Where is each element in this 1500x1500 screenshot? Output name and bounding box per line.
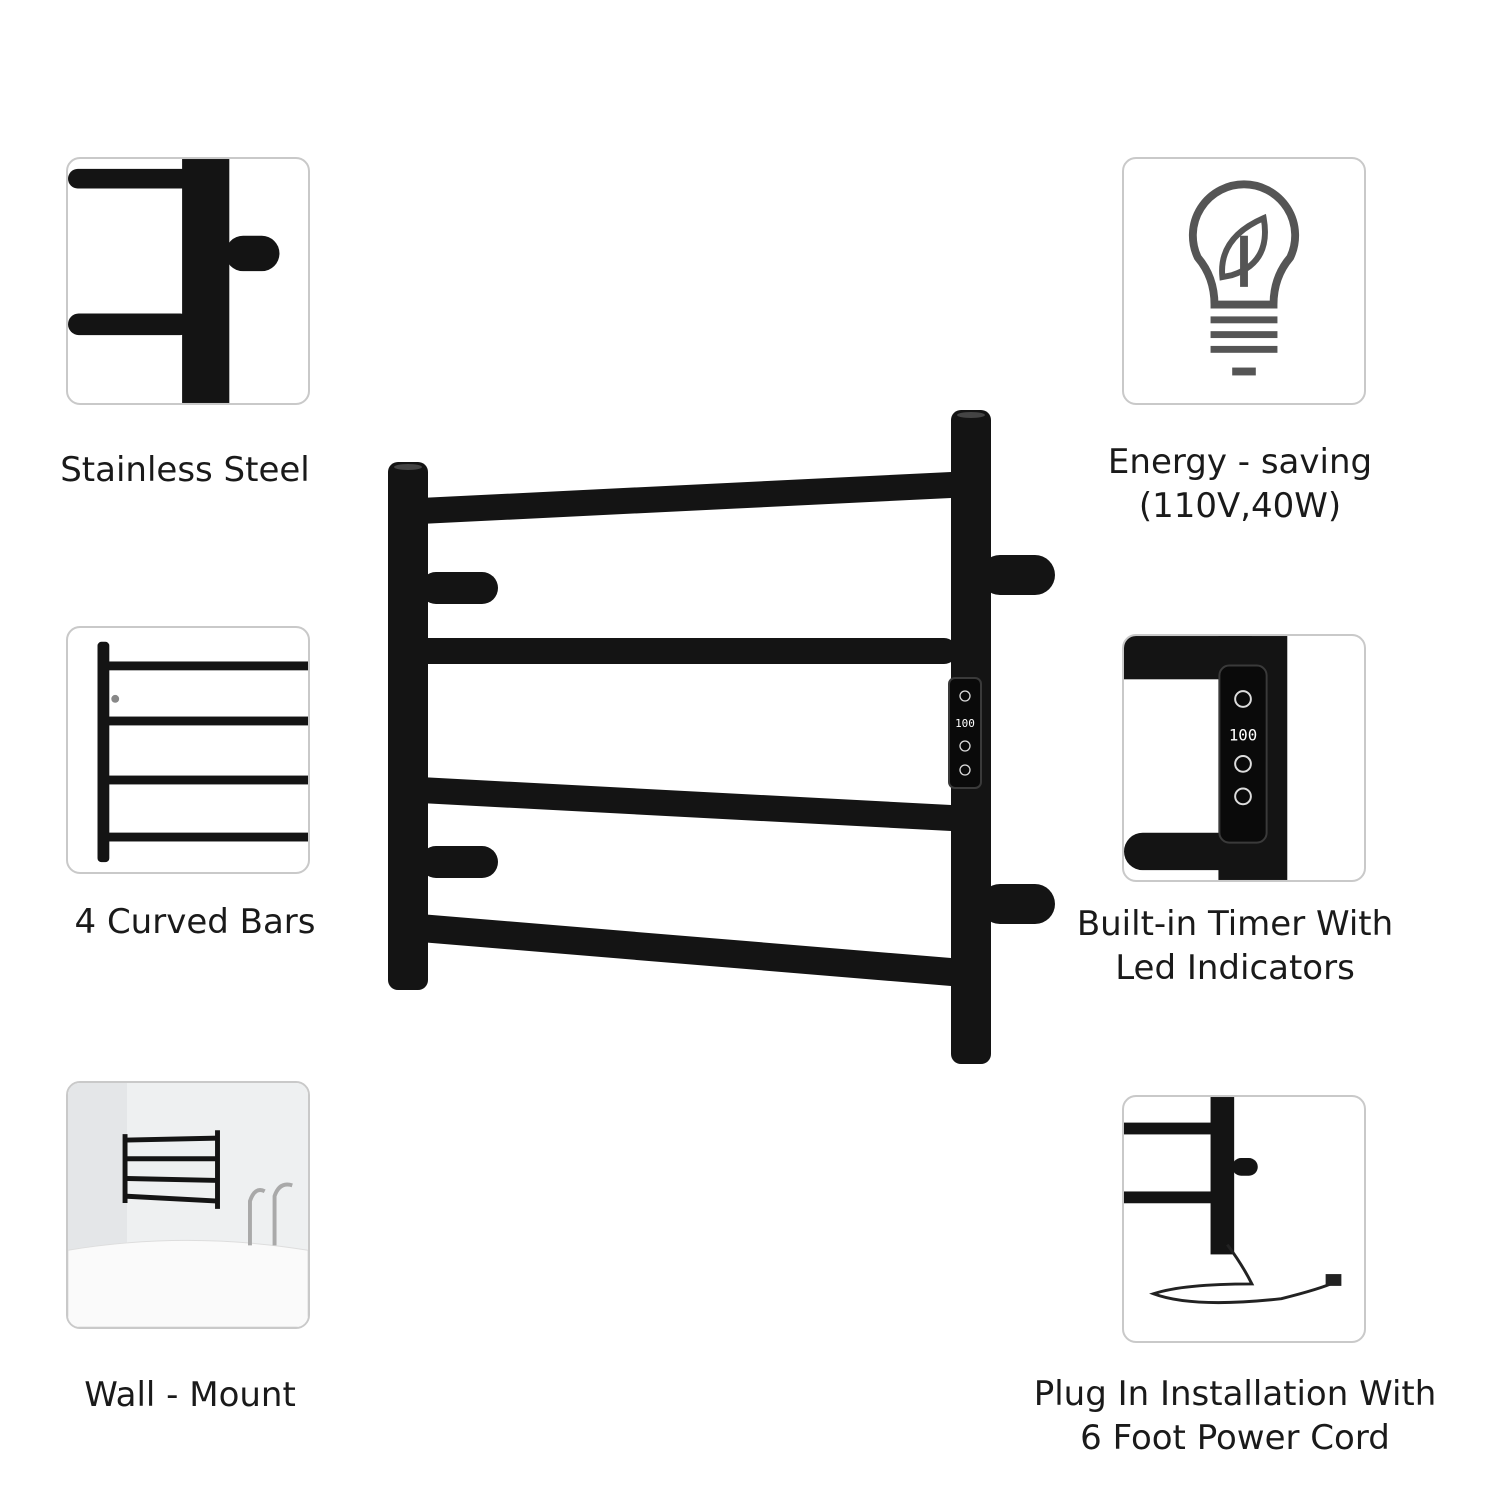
bar-2 — [412, 638, 957, 664]
label-energy-saving-line2: (110V,40W) — [1138, 486, 1342, 526]
standoff — [420, 846, 498, 878]
label-timer: Built-in Timer With Led Indicators — [1060, 902, 1410, 990]
clock-icon[interactable] — [959, 740, 971, 752]
card-stainless-steel — [66, 157, 310, 405]
bar-1 — [420, 472, 951, 524]
label-energy-saving-line1: Energy - saving — [1107, 442, 1373, 482]
control-panel: 100 — [948, 677, 982, 789]
label-energy-saving: Energy - saving (110V,40W) — [1090, 440, 1390, 528]
label-wall-mount: Wall - Mount — [84, 1375, 296, 1415]
standoff — [980, 555, 1055, 595]
label-plug-in-line2: 6 Foot Power Cord — [1080, 1418, 1390, 1458]
bar-3 — [420, 777, 951, 831]
temperature-display: 100 — [955, 717, 975, 730]
left-post — [388, 462, 428, 990]
label-timer-line1: Built-in Timer With — [1076, 904, 1394, 944]
standoff — [420, 572, 498, 604]
label-plug-in-line1: Plug In Installation With — [1033, 1374, 1437, 1414]
lightbulb-leaf-icon — [1188, 180, 1300, 376]
card-energy-saving — [1122, 157, 1366, 405]
standoff — [980, 884, 1055, 924]
thermometer-icon[interactable] — [959, 764, 971, 776]
label-timer-line2: Led Indicators — [1115, 948, 1355, 988]
timer-display: 100 — [1229, 725, 1257, 744]
card-curved-bars — [66, 626, 310, 874]
power-icon[interactable] — [959, 690, 971, 702]
card-timer: 100 — [1122, 634, 1366, 882]
label-stainless-steel: Stainless Steel — [60, 450, 310, 490]
bar-4 — [420, 914, 951, 986]
label-plug-in: Plug In Installation With 6 Foot Power C… — [1020, 1372, 1450, 1460]
card-plug-in — [1122, 1095, 1366, 1343]
card-wall-mount — [66, 1081, 310, 1329]
label-curved-bars: 4 Curved Bars — [74, 902, 316, 942]
